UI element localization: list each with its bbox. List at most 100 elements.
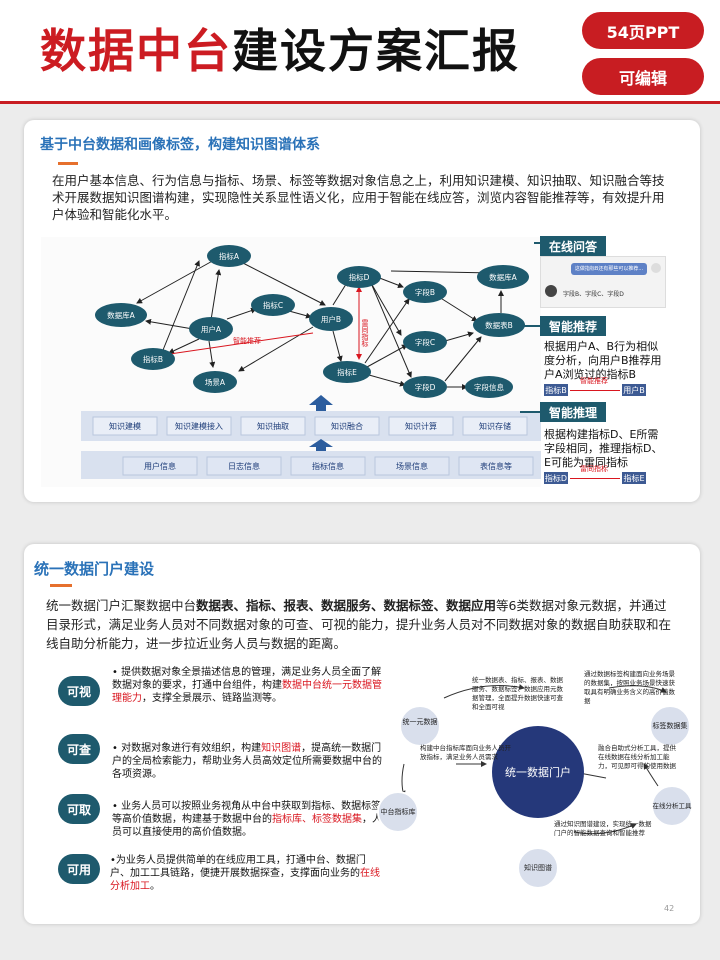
node-zhibiaoE-label: 指标E — [337, 367, 357, 377]
process-step-box — [166, 416, 232, 436]
knowledge-graph-diagram: 智能推荐 雷同指标 指标A 数据库A 用户A 指标C 用户B 指标B 场景A 指… — [41, 237, 541, 487]
feature-usable-post: 。 — [150, 881, 160, 892]
edge-similar-label: 雷同指标 — [361, 319, 369, 348]
card2-title: 统一数据门户建设 — [34, 560, 155, 578]
node-ziduanC — [403, 331, 447, 353]
feature-usable-badge: 可用 — [58, 854, 100, 884]
data-source-label: 场景信息 — [396, 461, 428, 471]
portal-center-label: 统一数据门户 — [505, 765, 571, 779]
sat-tag-dataset-label: 标签数据集 — [653, 721, 688, 730]
edge-zhibiaoD-ziduanC — [370, 282, 402, 336]
card1-title: 基于中台数据和画像标签，构建知识图谱体系 — [40, 137, 320, 153]
user-avatar-icon — [651, 263, 661, 273]
portal-center-circle — [492, 726, 584, 818]
feature-searchable-badge: 可查 — [58, 734, 100, 764]
sat-metric-lib-label: 中台指标库 — [381, 807, 416, 816]
edge-yonghuA-zhibiaoA — [210, 269, 222, 321]
edge-yonghuA-zhibiaoC — [226, 307, 257, 320]
process-step-label: 知识融合 — [331, 421, 363, 431]
up-arrow-bottom — [309, 439, 333, 451]
node-yonghuA — [189, 317, 233, 341]
node-yonghuA-label: 用户A — [201, 324, 222, 334]
header-divider — [0, 101, 720, 104]
feature-usable-red: 在线分析加工 — [110, 868, 380, 892]
process-step-label: 知识存储 — [479, 421, 511, 431]
node-ziduanD-label: 字段D — [415, 382, 436, 392]
badge-page-count: 54页PPT — [582, 12, 704, 49]
process-step-box — [314, 416, 380, 436]
edge-yonghuA-changjingA — [208, 340, 216, 368]
process-step-box — [462, 416, 528, 436]
edge-zhibiaoD-ziduanD — [370, 282, 412, 378]
feature-visible-text: • 提供数据对象全景描述信息的管理，满足业务人员全面了解数据对象的要求，打通中台… — [112, 666, 384, 705]
feature-searchable-post: ，提高统一数据门户的全局检索能力，帮助业务人员高效定位所需要数据中台的各项资源。 — [112, 743, 382, 780]
knowledge-graph-card: 基于中台数据和画像标签，构建知识图谱体系 在用户基本信息、行为信息与指标、场景、… — [24, 120, 700, 502]
app-recommend-text: 根据用户A、B行为相似度分析，向用户B推荐用户A浏览过的指标B — [544, 340, 662, 381]
card2-intro: 统一数据门户汇聚数据中台数据表、指标、报表、数据服务、数据标签、数据应用等6类数… — [46, 596, 671, 653]
feature-obtainable-red: 指标库、标签数据集 — [272, 814, 362, 825]
feature-obtainable-post: ，人员可以直接使用的高价值数据。 — [112, 814, 382, 838]
inf-tag-right: 指标E — [622, 472, 646, 484]
inf-mini-line — [570, 478, 620, 479]
edge-zhibiaoE-ziduanB — [364, 298, 410, 364]
node-shujukuA-left — [95, 303, 147, 327]
app-qa-connector — [534, 242, 540, 244]
feature-visible-post: ，支撑全景展示、链路监测等。 — [142, 693, 282, 704]
node-zhibiaoC — [251, 294, 295, 316]
edge-yonghuB-zhibiaoE — [332, 330, 343, 362]
card1-title-underline — [58, 162, 78, 165]
feature-visible-badge: 可视 — [58, 676, 100, 706]
data-source-box — [458, 456, 534, 476]
node-zhibiaoE — [323, 361, 371, 383]
node-ziduanC-label: 字段C — [415, 337, 435, 347]
card1-intro: 在用户基本信息、行为信息与指标、场景、标签等数据对象信息之上，利用知识建模、知识… — [52, 173, 665, 222]
edge-ziduanD-shujubiaoB — [444, 336, 482, 382]
node-yonghuB — [309, 307, 353, 331]
portal-diagram: 统一数据门户 统一元数据 中台指标库 知识图谱 标签数据集 在线分析工具 — [377, 684, 693, 889]
edge-yonghuA-shujukuA — [145, 318, 194, 330]
app-inference-text: 根据构建指标D、E所需字段相同，推理指标D、E可能为雷同指标 — [544, 428, 663, 469]
edge-zhibiaoA-yonghuB — [238, 260, 326, 306]
node-shujukuA-right-label: 数据库A — [489, 272, 517, 282]
portal-arrows — [399, 684, 667, 835]
card2-title-underline — [50, 584, 72, 587]
robot-icon — [545, 285, 557, 297]
node-zhibiaoA-label: 指标A — [219, 251, 240, 261]
sat-metadata — [399, 705, 441, 747]
edge-yonghuA-zhibiaoB — [168, 338, 200, 354]
app-recommend-title: 智能推荐 — [540, 316, 606, 336]
page-title-black: 建设方案汇报 — [232, 24, 520, 78]
data-source-label: 指标信息 — [312, 461, 344, 471]
feature-obtainable-text: • 业务人员可以按照业务视角从中台中获取到指标、数据标签等高价值数据，构建基于数… — [112, 800, 384, 839]
sat-metadata-label: 统一元数据 — [403, 717, 438, 726]
node-zhibiaoA — [207, 245, 251, 267]
card2-intro-p1: 统一数据门户汇聚数据中台 — [46, 598, 197, 613]
edge-zhibiaoD-ziduanB — [376, 276, 404, 289]
node-ziduanD — [403, 376, 447, 398]
up-arrow-top — [309, 395, 333, 411]
data-source-box — [374, 456, 450, 476]
app-recommend-connector — [520, 325, 540, 327]
node-zhibiaoB-label: 指标B — [143, 354, 163, 364]
node-zhibiaoB — [131, 348, 175, 370]
page-title-red: 数据中台 — [40, 24, 232, 78]
inf-mini-label: 雷同指标 — [580, 465, 608, 473]
node-ziduanB-label: 字段B — [415, 287, 435, 297]
node-zhibiaoC-label: 指标C — [263, 300, 283, 310]
node-shujukuA-left-label: 数据库A — [107, 310, 135, 320]
data-source-label: 表信息等 — [480, 461, 512, 471]
graph-panel-bg — [41, 237, 541, 487]
feature-usable-text: •为业务人员提供简单的在线应用工具，打通中台、数据门户、加工工具链路，便捷开展数… — [110, 854, 382, 893]
process-step-label: 知识建模 — [109, 421, 141, 431]
sat-online-analysis — [651, 785, 693, 827]
portal-desc-topright: 通过数据标签构建面向业务场景的数据集，按照业务场景快速获取具有明确业务含义的高价… — [584, 670, 675, 705]
feature-searchable-red: 知识图谱 — [261, 743, 302, 754]
node-yonghuB-label: 用户B — [321, 314, 341, 324]
process-step-label: 知识建模接入 — [175, 421, 223, 431]
node-changjingA-label: 场景A — [205, 378, 226, 387]
node-ziduanxinxi — [465, 376, 513, 398]
feature-usable-pre: •为业务人员提供简单的在线应用工具，打通中台、数据门户、加工工具链路，便捷开展数… — [110, 855, 366, 879]
page-title: 数据中台建设方案汇报 — [40, 16, 520, 86]
edge-recommend-label: 智能推荐 — [233, 336, 261, 345]
edge-ziduanB-shujubiaoB — [438, 296, 478, 322]
